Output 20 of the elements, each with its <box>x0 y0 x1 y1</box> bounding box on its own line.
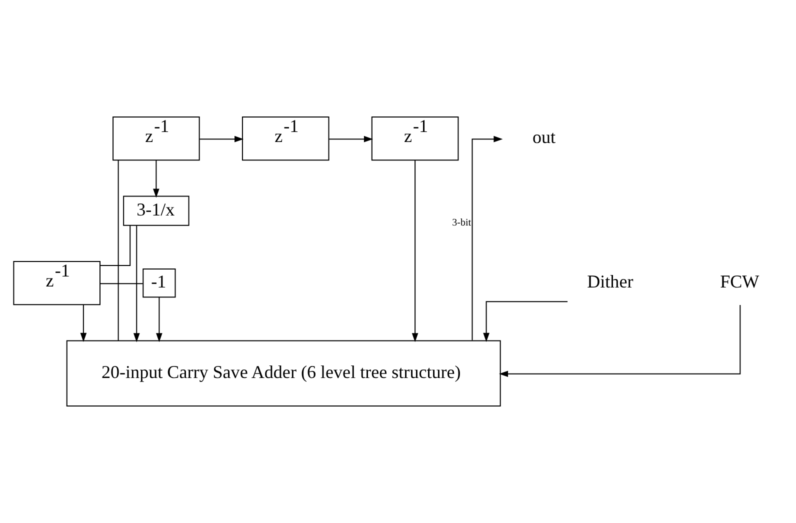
arrow <box>471 136 502 340</box>
node-text: FCW <box>720 271 759 292</box>
arrow <box>80 304 86 342</box>
node-text: Dither <box>586 271 633 292</box>
edge-label: 3-bit <box>452 218 471 229</box>
node-text: out <box>532 127 556 147</box>
connector <box>100 225 130 266</box>
arrow <box>152 160 159 198</box>
arrow <box>498 305 740 378</box>
arrow <box>132 226 140 342</box>
node-box: -1 <box>142 268 176 298</box>
node-box: 3-1/x <box>122 196 189 226</box>
node-box: 20-input Carry Save Adder (6 level tree structure) <box>66 340 500 406</box>
arrow <box>482 301 568 342</box>
connector <box>100 283 142 284</box>
connector <box>117 160 118 341</box>
arrow <box>156 297 162 342</box>
arrow <box>328 136 373 142</box>
arrow <box>199 136 244 142</box>
arrow <box>411 160 418 342</box>
